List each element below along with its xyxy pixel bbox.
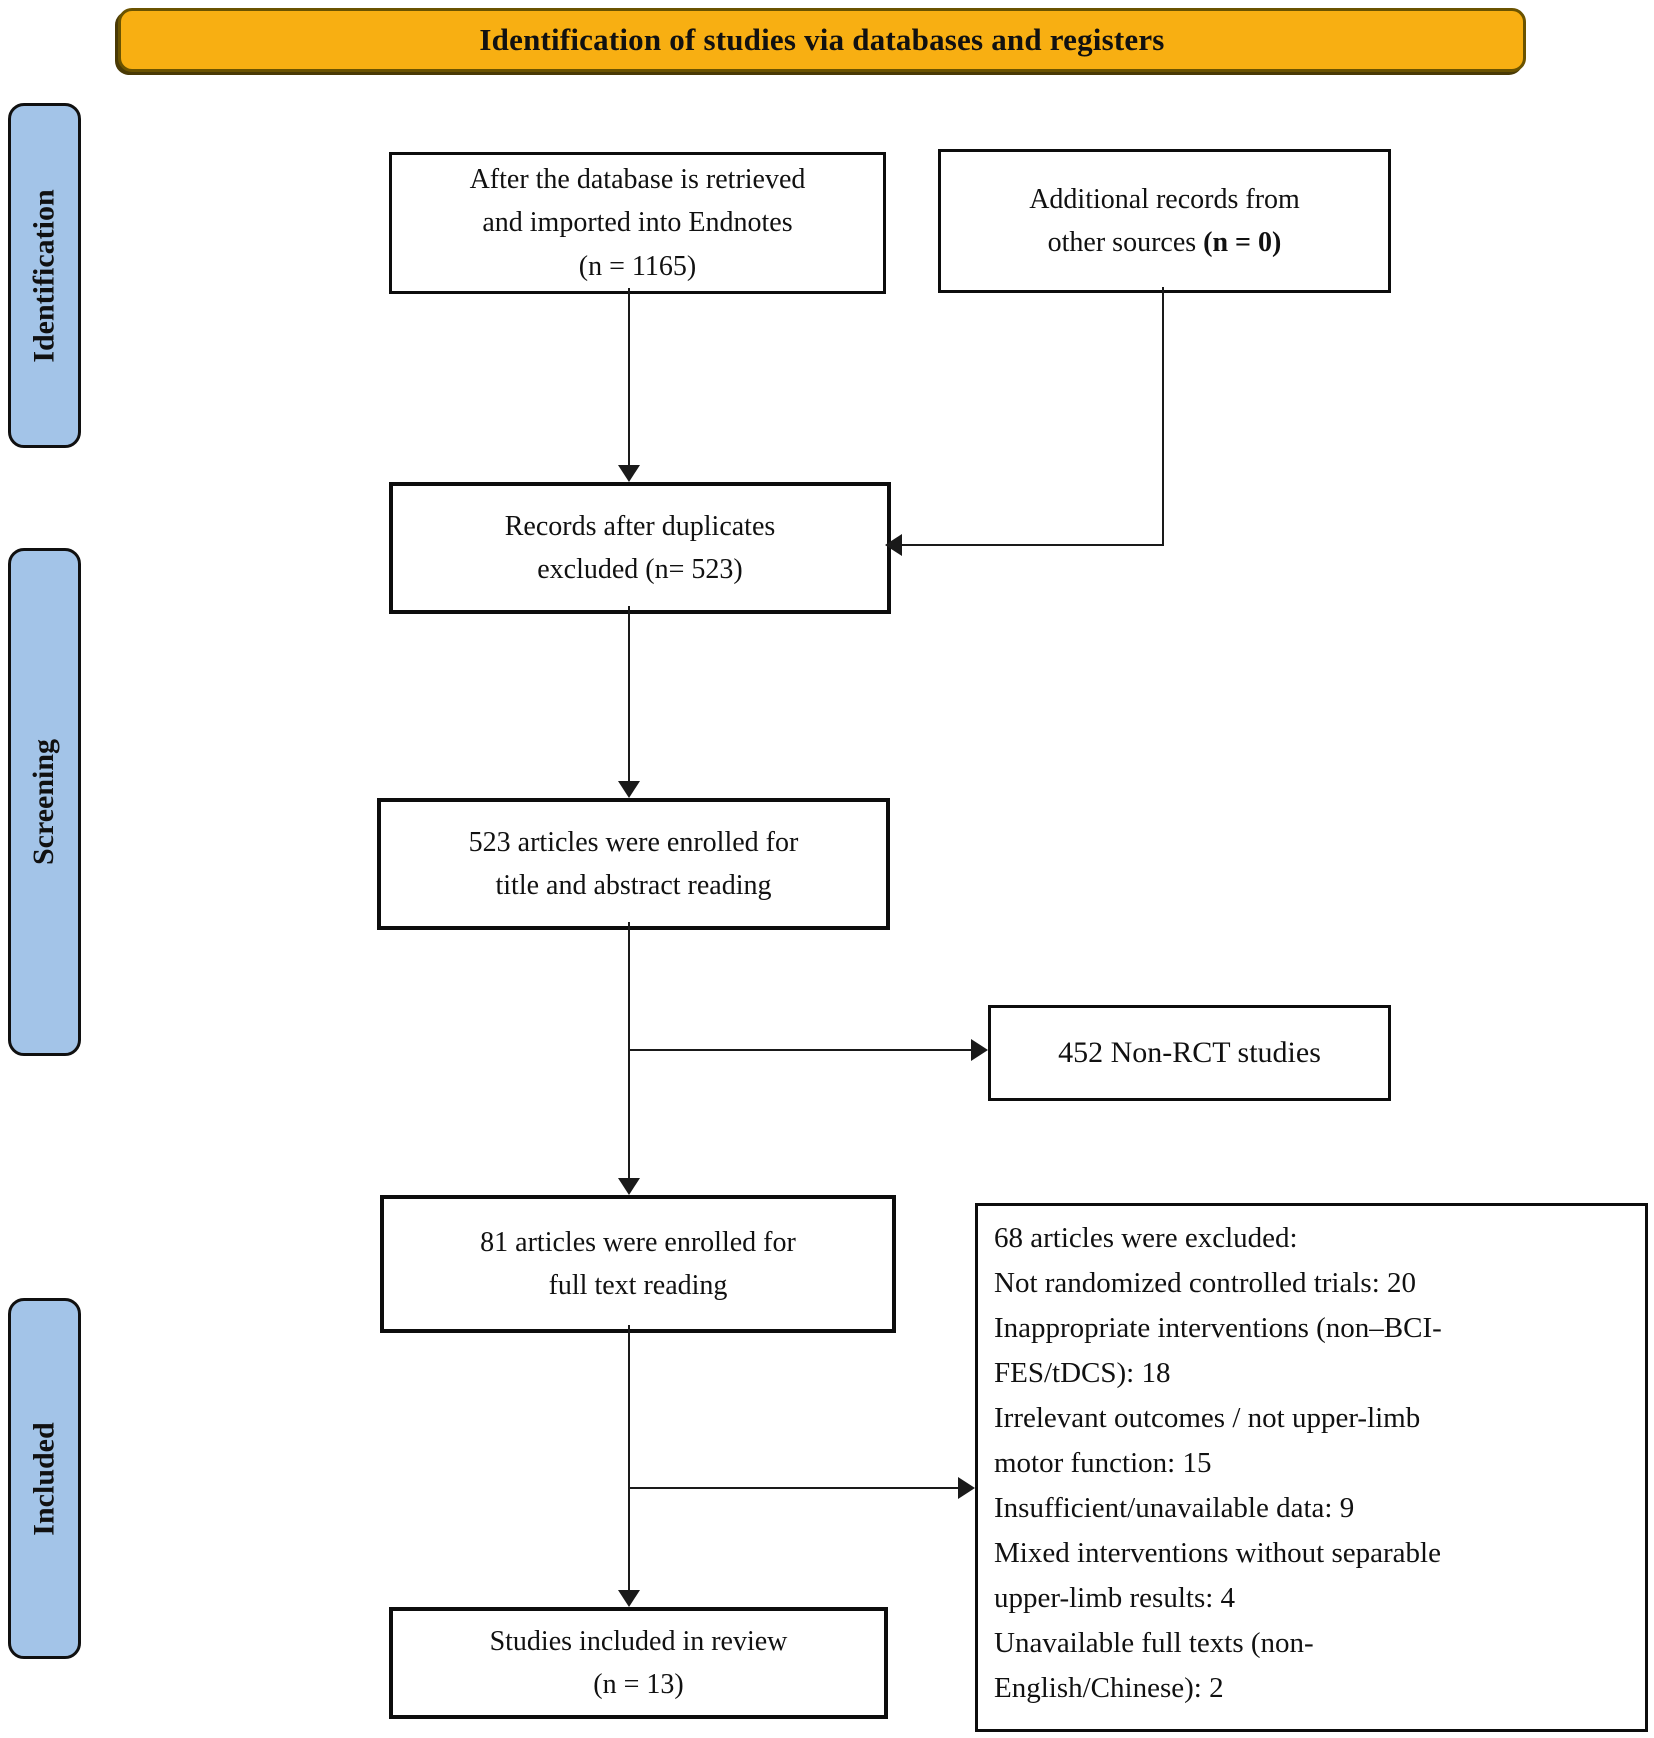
- box-additional-records-text-bold: (n = 0): [1203, 227, 1282, 258]
- stage-identification-label: Identification: [27, 188, 61, 363]
- box-title-abstract: 523 articles were enrolled for title and…: [377, 798, 890, 930]
- stage-screening-label: Screening: [27, 738, 61, 866]
- line-branch-non-rct: [629, 1049, 972, 1051]
- box-exclusions: 68 articles were excluded: Not randomized…: [975, 1203, 1648, 1732]
- arrowhead-dbimport-to-dedup: [618, 465, 640, 482]
- stage-included-label: Included: [27, 1421, 61, 1536]
- exclusion-line: FES/tDCS): 18: [994, 1357, 1171, 1389]
- stage-screening: Screening: [8, 548, 81, 1056]
- exclusion-line: Mixed interventions without separable: [994, 1537, 1441, 1569]
- line-screening-to-fulltext: [628, 922, 630, 1180]
- line-dbimport-to-dedup: [628, 288, 630, 467]
- box-deduplicated: Records after duplicates excluded (n= 52…: [389, 482, 891, 614]
- box-deduplicated-text: Records after duplicates excluded (n= 52…: [504, 510, 776, 585]
- arrowhead-additional-to-dedup: [885, 534, 902, 556]
- line-additional-left: [900, 544, 1164, 546]
- exclusion-line: Irrelevant outcomes / not upper-limb: [994, 1402, 1421, 1434]
- arrowhead-screening-to-fulltext: [618, 1178, 640, 1195]
- exclusion-line: Inappropriate interventions (non–BCI-: [994, 1312, 1442, 1344]
- box-non-rct-text: 452 Non-RCT studies: [1058, 1035, 1321, 1069]
- arrowhead-branch-non-rct: [971, 1039, 988, 1061]
- banner-title: Identification of studies via databases …: [479, 22, 1165, 57]
- box-title-abstract-text: 523 articles were enrolled for title and…: [468, 826, 799, 901]
- box-database-import-text: After the database is retrieved and impo…: [469, 163, 806, 282]
- box-full-text: 81 articles were enrolled for full text …: [380, 1195, 896, 1333]
- box-included-review-text: Studies included in review (n = 13): [489, 1625, 788, 1700]
- exclusion-line: Insufficient/unavailable data: 9: [994, 1492, 1355, 1524]
- box-included-review: Studies included in review (n = 13): [389, 1607, 888, 1719]
- exclusion-line: Unavailable full texts (non-: [994, 1627, 1314, 1659]
- stage-included: Included: [8, 1298, 81, 1659]
- box-additional-records: Additional records from other sources (n…: [938, 149, 1391, 293]
- line-additional-down: [1162, 287, 1164, 546]
- arrowhead-dedup-to-screening: [618, 781, 640, 798]
- line-dedup-to-screening: [628, 606, 630, 783]
- line-branch-exclusions: [629, 1487, 959, 1489]
- arrowhead-fulltext-to-included: [618, 1590, 640, 1607]
- arrowhead-branch-exclusions: [958, 1477, 975, 1499]
- exclusion-line: Not randomized controlled trials: 20: [994, 1267, 1417, 1299]
- stage-identification: Identification: [8, 103, 81, 448]
- exclusion-line: upper-limb results: 4: [994, 1582, 1236, 1614]
- banner: Identification of studies via databases …: [118, 8, 1526, 72]
- box-additional-records-text-regular: Additional records from other sources: [1029, 183, 1300, 258]
- box-non-rct: 452 Non-RCT studies: [988, 1005, 1391, 1101]
- box-database-import: After the database is retrieved and impo…: [389, 152, 886, 294]
- exclusion-line: 68 articles were excluded:: [994, 1222, 1298, 1254]
- box-full-text-text: 81 articles were enrolled for full text …: [480, 1226, 796, 1301]
- exclusion-line: English/Chinese): 2: [994, 1672, 1224, 1704]
- line-fulltext-to-included: [628, 1325, 630, 1591]
- exclusion-line: motor function: 15: [994, 1447, 1212, 1479]
- box-additional-records-text: Additional records from other sources (n…: [1019, 176, 1310, 267]
